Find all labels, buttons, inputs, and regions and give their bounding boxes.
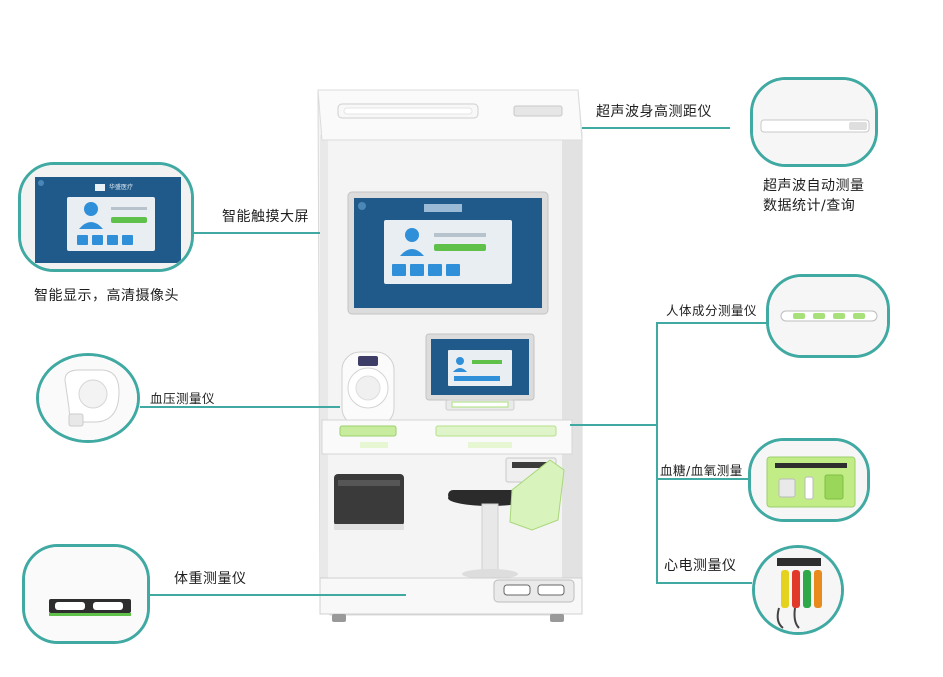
label-weight: 体重测量仪 xyxy=(174,571,247,587)
label-blood-pressure: 血压测量仪 xyxy=(150,391,216,406)
label-body-composition: 人体成分测量仪 xyxy=(666,303,758,318)
kiosk-illustration xyxy=(317,89,583,622)
label-ultrasonic-height: 超声波身高测距仪 xyxy=(596,104,712,120)
line-weight xyxy=(150,594,406,596)
weight-callout xyxy=(22,544,150,644)
ecg-callout xyxy=(752,545,844,635)
label-glucose-oxygen: 血糖/血氧测量 xyxy=(660,463,743,478)
label-touch-screen: 智能触摸大屏 xyxy=(222,209,309,225)
label-ultrasonic-desc-1: 超声波自动测量 xyxy=(763,178,865,194)
touch-screen-callout: 华盛医疗 xyxy=(18,162,194,272)
line-ultrasonic xyxy=(582,127,730,129)
line-touch-screen xyxy=(192,232,320,234)
line-blood-pressure xyxy=(140,406,340,408)
label-ultrasonic-desc-2: 数据统计/查询 xyxy=(763,198,856,214)
line-ecg xyxy=(656,582,752,584)
line-branch-vertical xyxy=(656,322,658,584)
line-glucose xyxy=(656,478,748,480)
blood-pressure-callout xyxy=(36,353,140,443)
body-composition-callout xyxy=(766,274,890,358)
line-body-composition xyxy=(656,322,768,324)
glucose-callout xyxy=(748,438,870,522)
label-display-desc: 智能显示，高清摄像头 xyxy=(34,288,179,304)
ultrasonic-callout xyxy=(750,77,878,167)
line-branch-main xyxy=(570,424,658,426)
label-ecg: 心电测量仪 xyxy=(664,558,737,574)
logo-text-small: 华盛医疗 xyxy=(109,183,133,191)
